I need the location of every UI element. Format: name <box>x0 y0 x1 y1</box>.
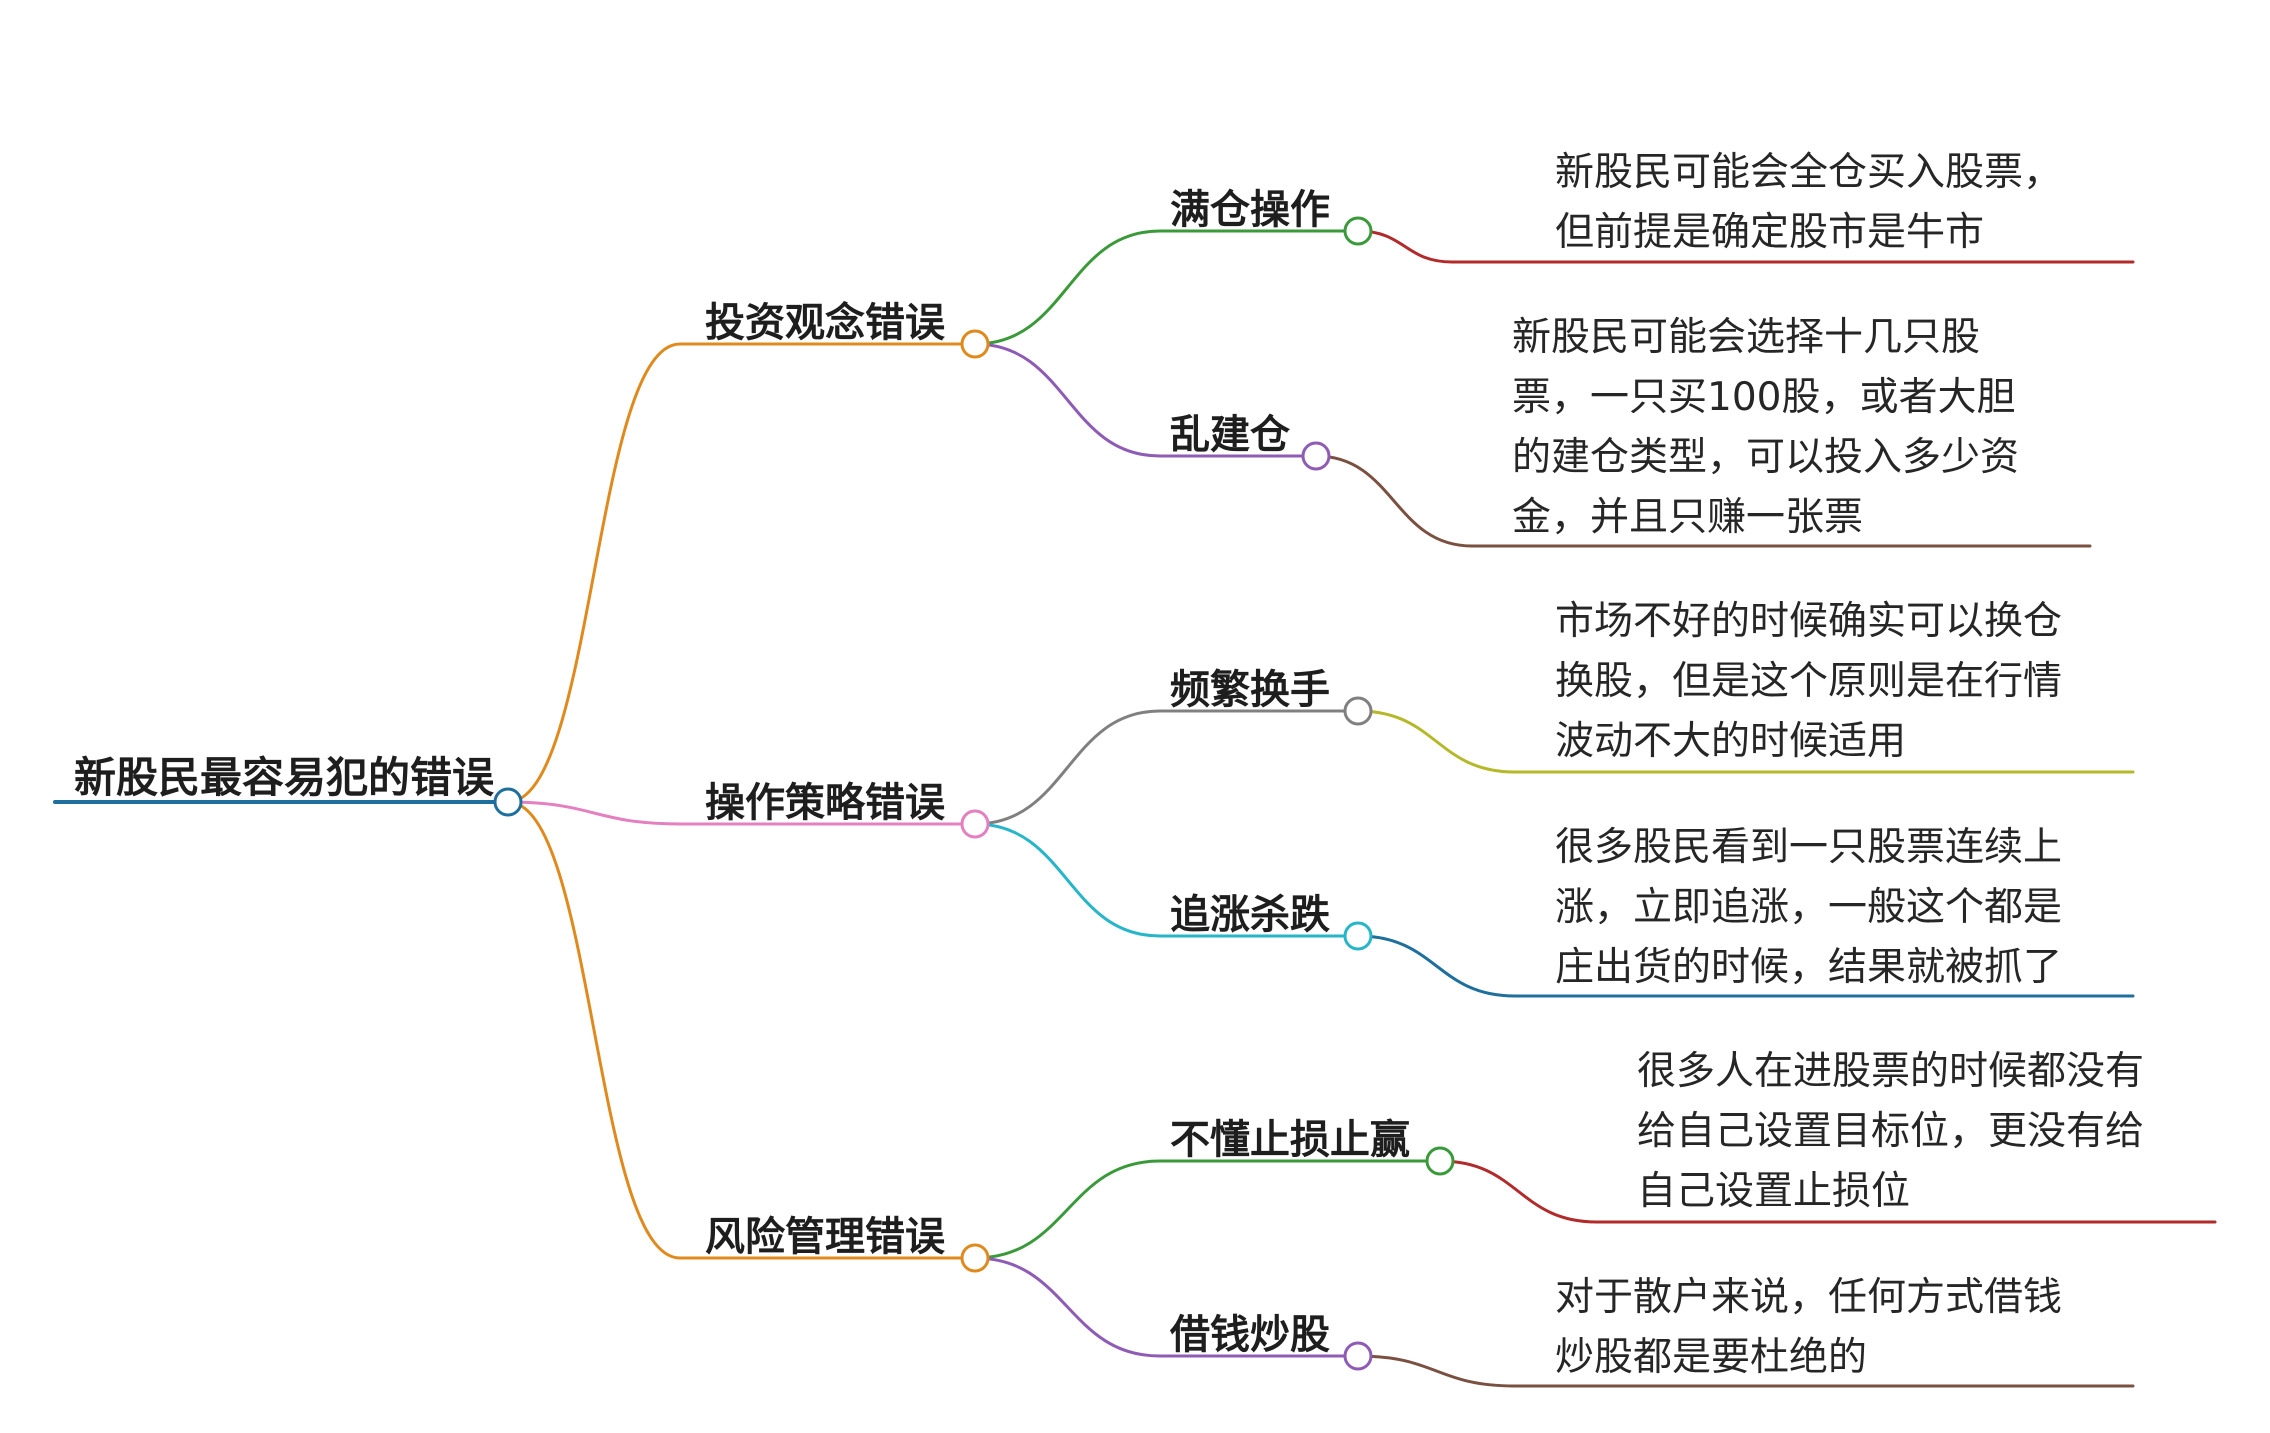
topic-connector <box>973 709 1360 826</box>
note-full-position: 新股民可能会全仓买入股票， 但前提是确定股市是牛市 <box>1555 150 2063 255</box>
note-connector <box>1356 1354 2135 1388</box>
note-chase-rise-kill-fall: 很多股民看到一只股票连续上 涨，立即追涨，一般这个都是 庄出货的时候，结果就被抓… <box>1555 825 2063 990</box>
root-node[interactable] <box>493 787 523 817</box>
topic-node[interactable] <box>1343 921 1373 951</box>
topic-node[interactable] <box>1301 441 1331 471</box>
topic-connector <box>973 1256 1360 1358</box>
branch-node[interactable] <box>960 1243 990 1273</box>
branch-risk-management[interactable]: 风险管理错误 <box>705 1214 945 1260</box>
branch-investment-concept[interactable]: 投资观念错误 <box>705 300 945 346</box>
topic-node[interactable] <box>1343 1341 1373 1371</box>
root-topic[interactable]: 新股民最容易犯的错误 <box>74 753 495 802</box>
branch-operation-strategy[interactable]: 操作策略错误 <box>705 780 945 826</box>
branch-node[interactable] <box>960 809 990 839</box>
note-connector <box>1356 229 2135 264</box>
note-random-position: 新股民可能会选择十几只股 票，一只买100股，或者大胆 的建仓类型，可以投入多少… <box>1512 315 2020 540</box>
note-connector <box>1314 454 2092 548</box>
topic-node[interactable] <box>1343 216 1373 246</box>
topic-no-stop-loss[interactable]: 不懂止损止赢 <box>1170 1117 1410 1163</box>
topic-connector <box>973 342 1318 458</box>
branch-node[interactable] <box>960 329 990 359</box>
topic-frequent-trading[interactable]: 频繁换手 <box>1170 667 1330 713</box>
branch-connector <box>506 800 977 826</box>
note-borrow-money: 对于散户来说，任何方式借钱 炒股都是要杜绝的 <box>1555 1275 2063 1380</box>
topic-full-position[interactable]: 满仓操作 <box>1170 187 1330 233</box>
topic-connector <box>973 1159 1442 1260</box>
topic-borrow-money[interactable]: 借钱炒股 <box>1170 1312 1330 1358</box>
topic-node[interactable] <box>1425 1146 1455 1176</box>
topic-chase-rise-kill-fall[interactable]: 追涨杀跌 <box>1170 892 1330 938</box>
note-connector <box>1356 709 2135 774</box>
note-connector <box>1438 1159 2217 1224</box>
topic-node[interactable] <box>1343 696 1373 726</box>
topic-random-position[interactable]: 乱建仓 <box>1170 412 1290 458</box>
topic-connector <box>973 822 1360 938</box>
branch-connector <box>506 800 977 1260</box>
note-connector <box>1356 934 2135 998</box>
topic-connector <box>973 229 1360 346</box>
note-no-stop-loss: 很多人在进股票的时候都没有 给自己设置目标位，更没有给 自己设置止损位 <box>1637 1049 2145 1214</box>
branch-connector <box>506 342 977 804</box>
note-frequent-trading: 市场不好的时候确实可以换仓 换股，但是这个原则是在行情 波动不大的时候适用 <box>1555 599 2063 764</box>
